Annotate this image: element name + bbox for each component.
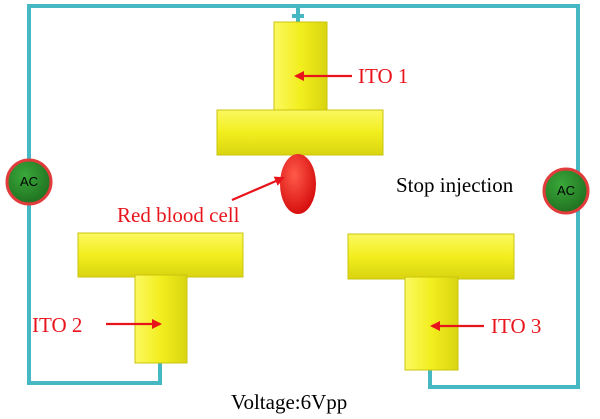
voltage-label: Voltage:6Vpp: [231, 390, 347, 414]
red-blood-cell-label: Red blood cell: [117, 203, 240, 227]
ac-source-left: AC: [5, 158, 53, 206]
ito1-label: ITO 1: [358, 64, 408, 88]
ito2-electrode: [77, 232, 244, 364]
ac-source-left-label: AC: [20, 174, 38, 189]
ito1-electrode: [216, 21, 384, 156]
ac-source-right: AC: [542, 167, 590, 215]
red-blood-cell: [280, 154, 316, 214]
cell-arrow: [231, 176, 285, 202]
status-label: Stop injection: [396, 173, 514, 197]
ito2-label: ITO 2: [32, 313, 82, 337]
ito3-label: ITO 3: [491, 314, 541, 338]
annotation-arrows: [106, 71, 484, 331]
ito3-electrode: [347, 233, 515, 371]
ac-source-right-label: AC: [557, 183, 575, 198]
